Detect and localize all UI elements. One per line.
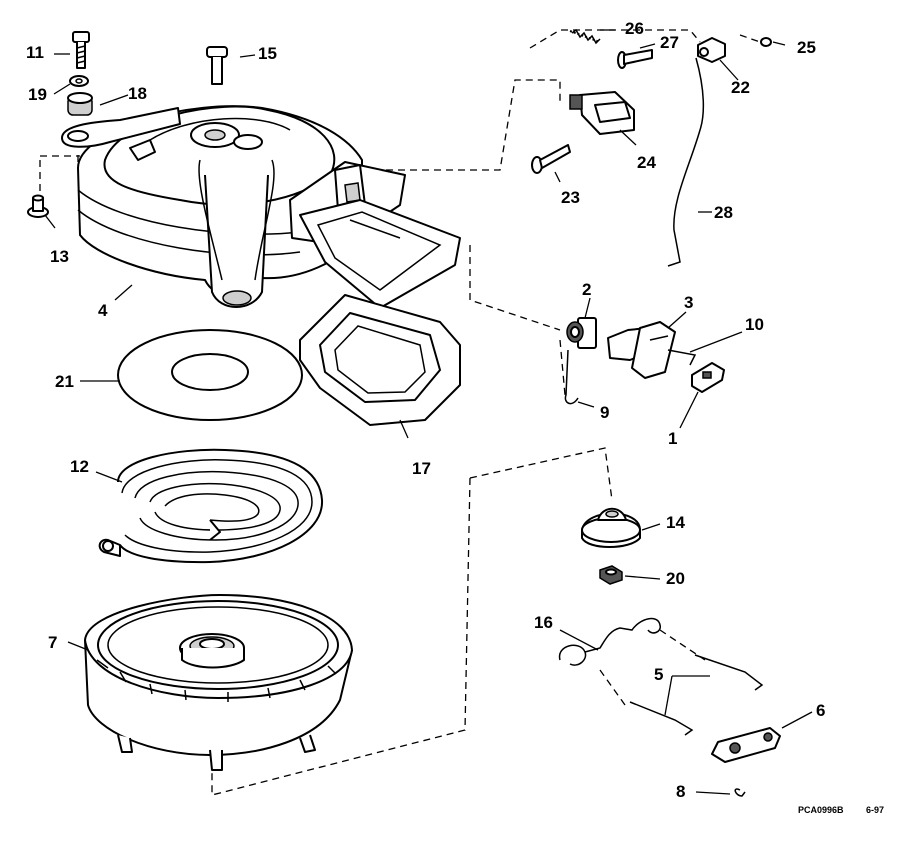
callout-4: 4	[98, 301, 108, 320]
callout-26: 26	[625, 19, 644, 38]
callout-2: 2	[582, 280, 591, 299]
callout-21: 21	[55, 372, 74, 391]
cup-14	[581, 507, 641, 548]
callout-10: 10	[745, 315, 764, 334]
callout-11: 11	[26, 43, 44, 62]
callout-28: 28	[714, 203, 733, 222]
clip-9	[564, 349, 579, 405]
bushing-13	[27, 194, 49, 218]
callout-25: 25	[797, 38, 816, 57]
screw-25	[760, 37, 772, 47]
spring-16	[558, 617, 661, 666]
nut-20	[599, 565, 623, 585]
callout-18: 18	[128, 84, 147, 103]
callout-20: 20	[666, 569, 685, 588]
callout-3: 3	[684, 293, 693, 312]
lockout-lever-24	[569, 91, 635, 135]
callout-1: 1	[668, 429, 677, 448]
link-rod-28	[667, 57, 705, 267]
callout-7: 7	[48, 633, 57, 652]
starter-handle-17	[299, 199, 461, 426]
leader-lines	[44, 29, 813, 795]
callout-13: 13	[50, 247, 69, 266]
pin-27	[617, 49, 653, 69]
callout-15: 15	[258, 44, 277, 63]
drawing-date: 6-97	[866, 805, 884, 815]
callout-27: 27	[660, 33, 679, 52]
pawl-6	[711, 727, 781, 763]
screw-23	[531, 144, 571, 174]
callout-12: 12	[70, 457, 89, 476]
callout-16: 16	[534, 613, 553, 632]
callouts: 11 19 18 15 13 4 21 12 7 17 26 27 25 22 …	[26, 19, 825, 801]
spring-26	[569, 28, 601, 45]
clip-8	[734, 788, 746, 797]
callout-17: 17	[412, 459, 431, 478]
callout-24: 24	[637, 153, 656, 172]
drawing-code: PCA0996B	[798, 805, 844, 815]
screw-11	[72, 31, 90, 69]
callout-6: 6	[816, 701, 825, 720]
washer-19	[69, 75, 89, 87]
callout-22: 22	[731, 78, 750, 97]
plate-21	[117, 329, 303, 421]
links-5	[629, 654, 764, 736]
handle-grip-3	[607, 321, 676, 379]
callout-5: 5	[654, 665, 663, 684]
callout-23: 23	[561, 188, 580, 207]
bolt-15	[206, 46, 228, 85]
callout-14: 14	[666, 513, 685, 532]
assembly-guide-lines	[39, 29, 761, 796]
rope-pulley-7	[84, 594, 353, 771]
clamp-1	[691, 362, 725, 393]
callout-19: 19	[28, 85, 47, 104]
bushing-2	[566, 317, 597, 349]
callout-8: 8	[676, 782, 685, 801]
callout-9: 9	[600, 403, 609, 422]
link-connector-22	[697, 37, 726, 63]
grommet-18	[67, 92, 93, 116]
rewind-spring-12	[98, 448, 324, 564]
rewind-housing-4	[61, 105, 363, 308]
rope-end-10	[667, 349, 697, 366]
